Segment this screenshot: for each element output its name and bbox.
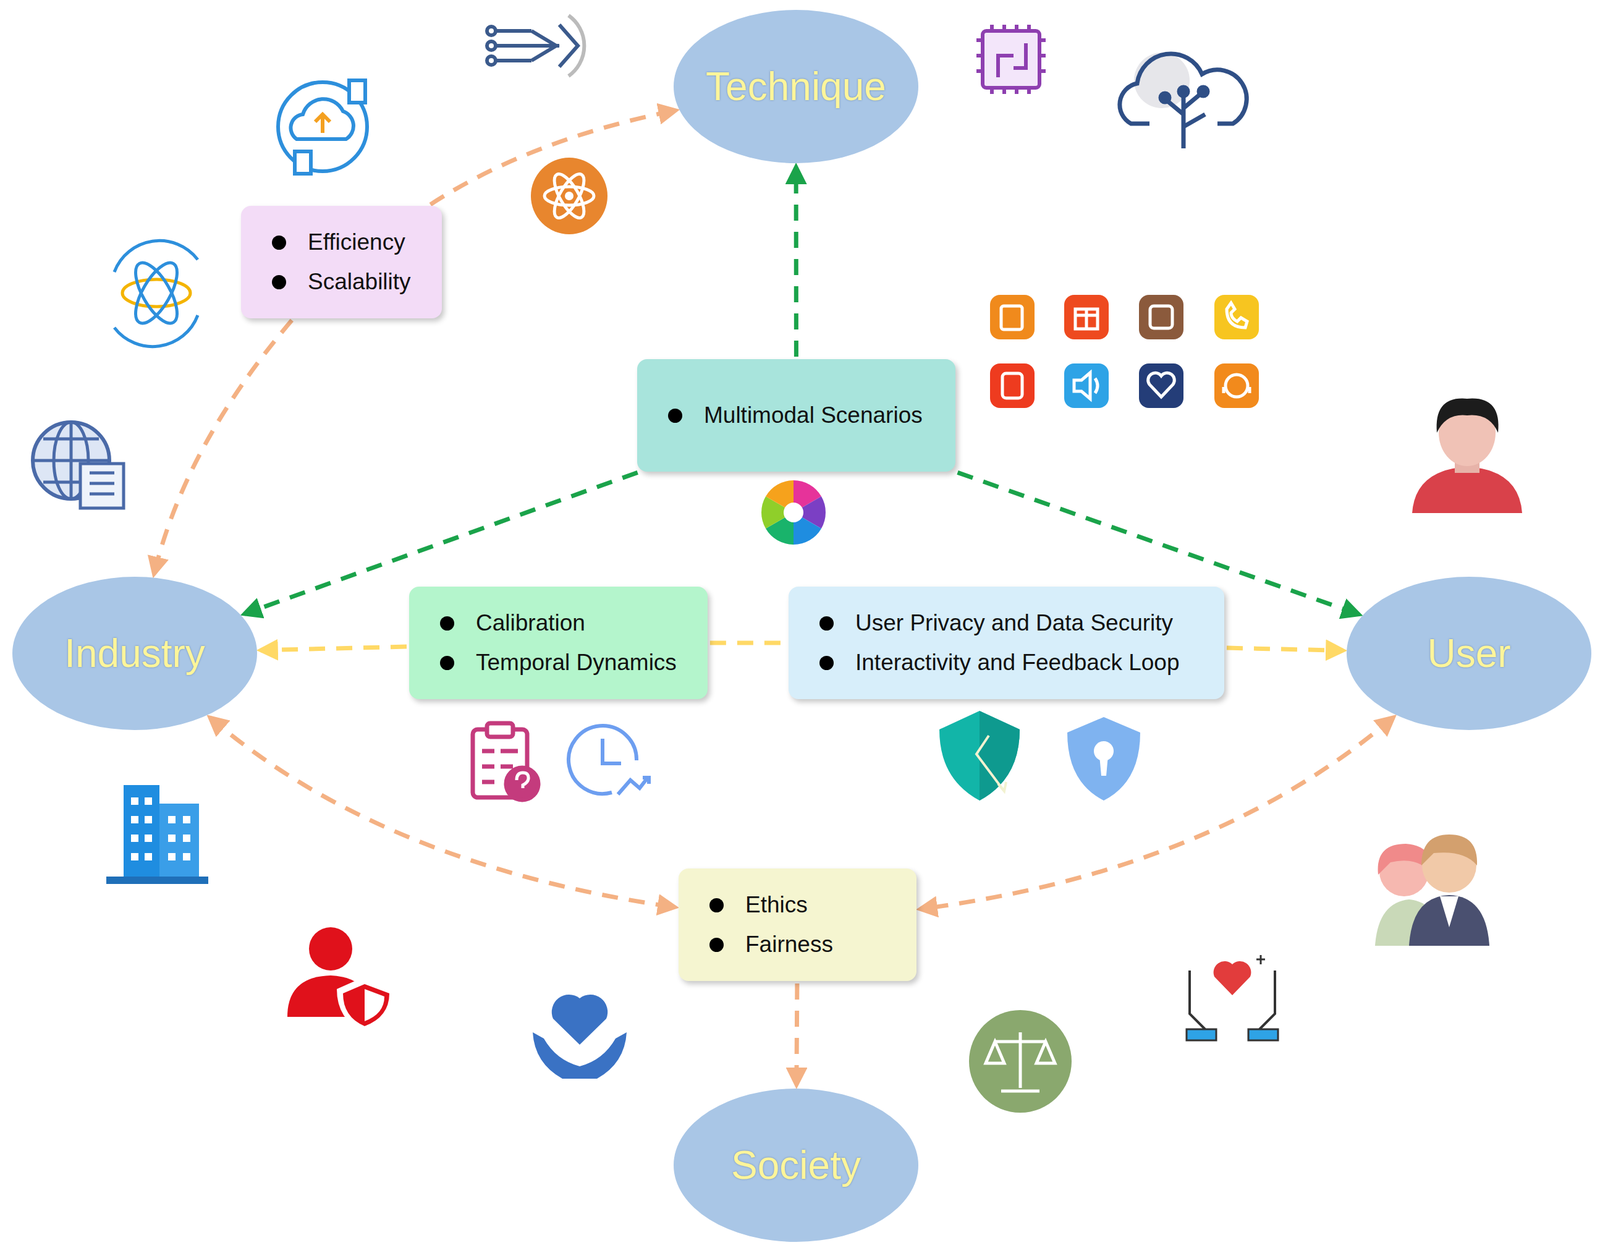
challenge-box: User Privacy and Data SecurityInteractiv… [788,586,1225,699]
justice-scale-icon [969,1009,1072,1113]
lock-shield-icon [1067,716,1141,801]
app-tiles [990,294,1259,408]
challenge-box: EfficiencyScalability [241,205,442,319]
dashed-connector [796,983,798,1085]
industry-ellipse: Industry [12,576,258,730]
chip-icon [976,24,1046,94]
user-shield-icon [287,926,396,1033]
atom-icon [530,157,608,235]
shield-icon [939,710,1020,801]
atom-sync-icon [114,240,198,347]
node-label: Industry [64,630,206,677]
bullet-item: Scalability [271,262,411,302]
bullet-item: Fairness [709,924,834,965]
dashed-connector [430,110,676,205]
challenge-box: EthicsFairness [678,868,917,981]
challenge-box: CalibrationTemporal Dynamics [409,586,708,699]
dashed-connector [794,166,799,357]
cloud-network-icon [1119,52,1247,149]
dashed-connector [1226,647,1343,651]
bullet-item: User Privacy and Data Security [819,603,1173,643]
dashed-connector [153,320,292,575]
bullet-item: Efficiency [271,222,406,263]
dashed-connector [260,646,407,651]
clock-icon [568,725,649,795]
node-label: Technique [705,63,887,110]
society-ellipse: Society [673,1088,919,1242]
technique-ellipse: Technique [673,9,919,164]
user-avatar-icon [1412,398,1523,513]
bullet-item: Interactivity and Feedback Loop [819,642,1180,683]
bullet-item: Temporal Dynamics [440,642,677,683]
dashed-connector [710,640,787,646]
bullet-item: Multimodal Scenarios [668,395,923,436]
bullet-item: Ethics [709,884,808,925]
challenge-box: Multimodal Scenarios [637,359,956,472]
circuit-arrow-icon [486,15,585,77]
building-icon [106,784,209,884]
color-wheel-icon [761,480,826,545]
care-hands-icon [532,994,627,1079]
cloud-upload-icon [278,80,368,174]
dashed-connector [210,717,675,908]
clipboard-question-icon [472,723,539,800]
dashed-connector [920,717,1394,910]
heart-hands-icon [1186,954,1279,1041]
couple-icon [1375,834,1490,946]
user-ellipse: User [1346,576,1592,730]
node-label: User [1426,630,1511,677]
bullet-item: Calibration [440,603,586,643]
node-label: Society [731,1142,861,1188]
globe-building-icon [32,422,124,508]
